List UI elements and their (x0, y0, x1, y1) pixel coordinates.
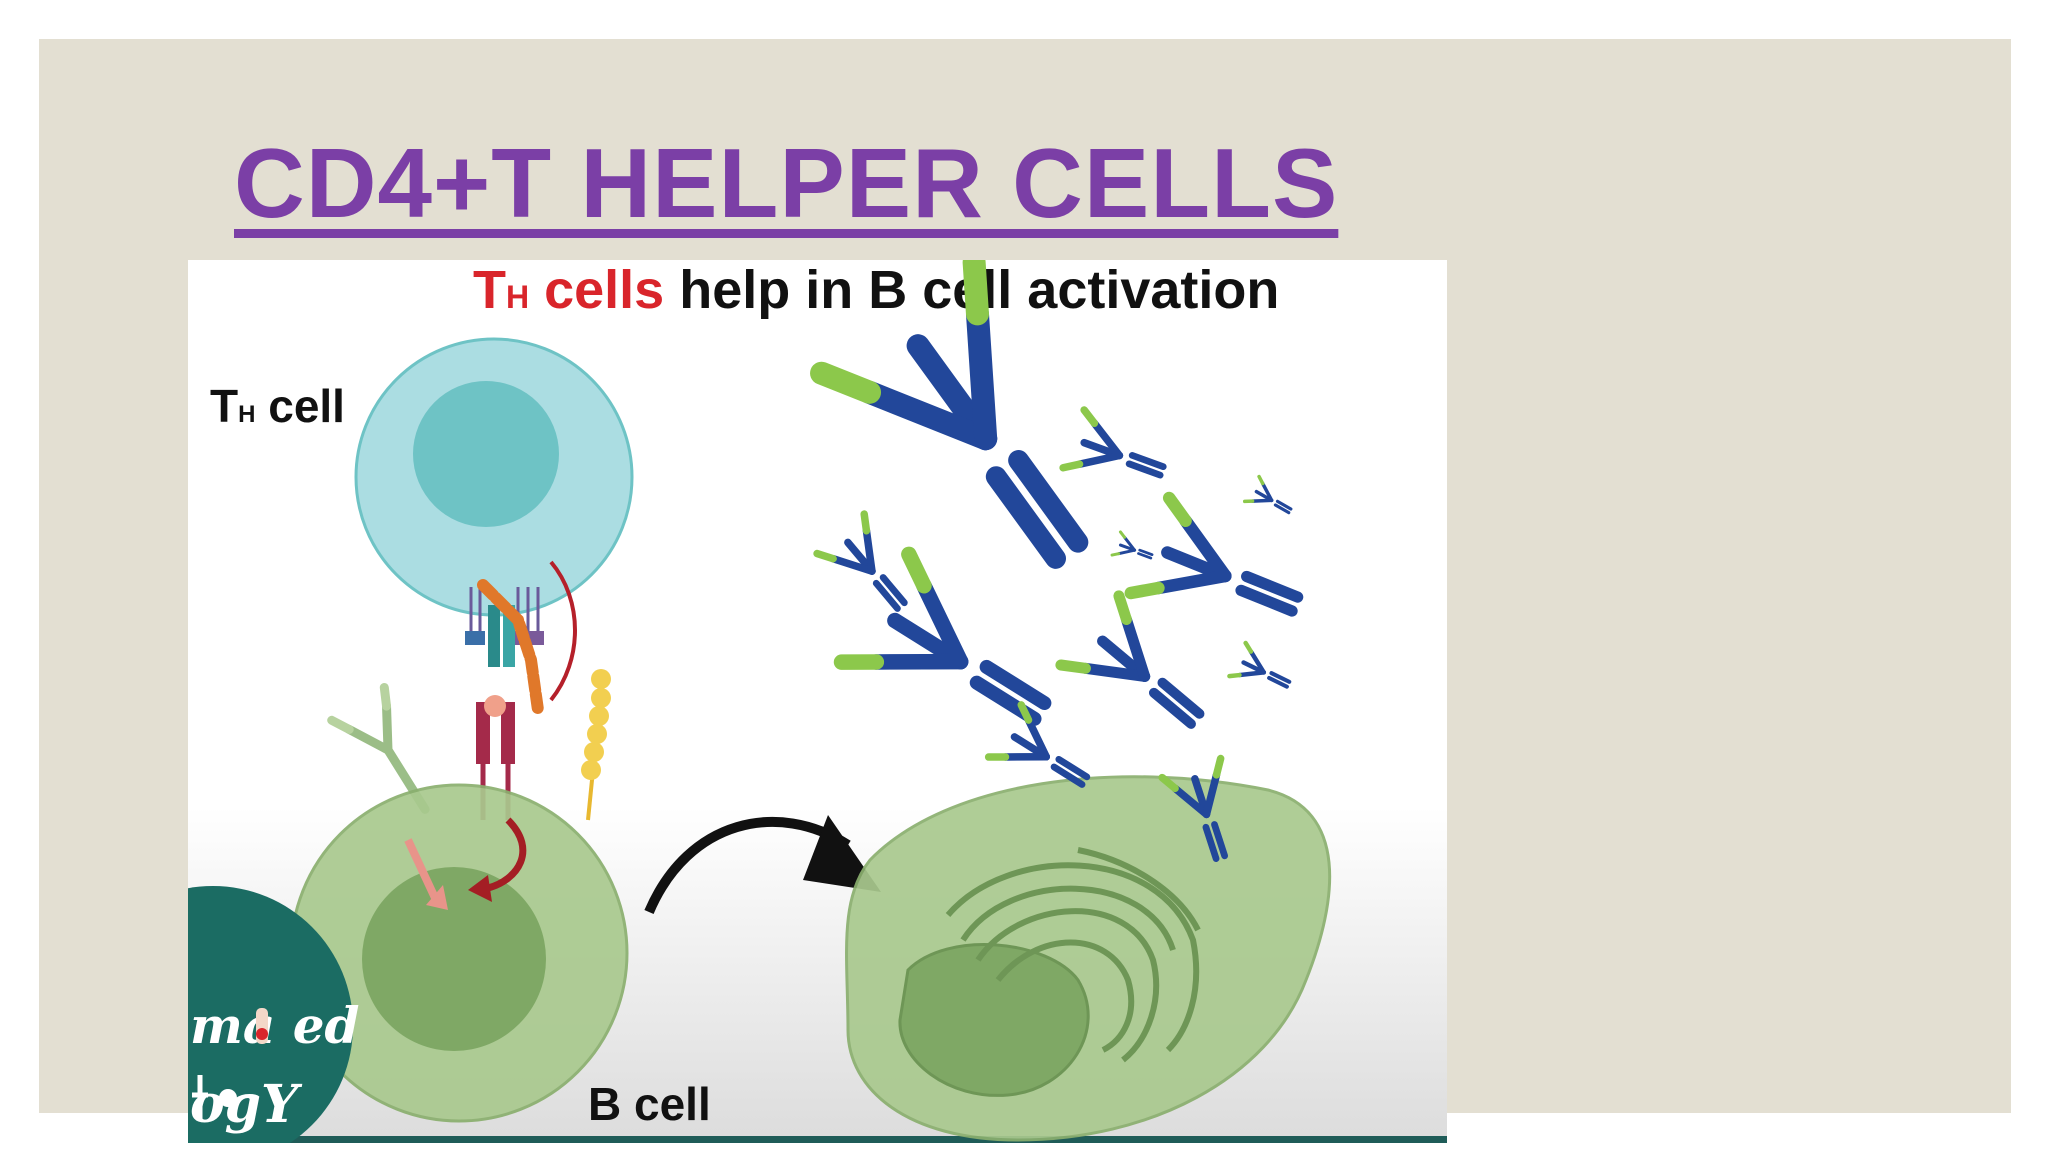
tcr-mhc-complex (465, 560, 577, 820)
logo: ma ed ogY (188, 886, 359, 1143)
virus-icon (219, 1089, 237, 1107)
signal-arrow-pink (404, 838, 440, 902)
slide-background: CD4+T HELPER CELLS (39, 39, 2011, 1143)
b-cell (289, 783, 629, 1123)
b-cell-label: B cell (588, 1078, 711, 1130)
plasma-cell (845, 775, 1332, 1142)
antigen-bead-chain (581, 669, 611, 821)
logo-text-bottom: ogY (190, 1074, 303, 1135)
signal-arrow-red (486, 817, 527, 892)
slide-title: CD4+T HELPER CELLS (234, 128, 1339, 238)
differentiation-arrow (644, 816, 851, 914)
th-cell (354, 337, 634, 617)
figure-heading: TH cells help in B cell activation (473, 260, 1279, 320)
figure-canvas: TH cells help in B cell activation TH ce… (188, 260, 1447, 1143)
th-b-cell-activation-figure: TH cells help in B cell activation TH ce… (188, 260, 1447, 1143)
th-cell-label: TH cell (210, 380, 345, 432)
figure-bottom-bar (188, 1136, 1447, 1143)
logo-text-top: ma ed (190, 996, 359, 1055)
syringe-icon (192, 1075, 208, 1120)
